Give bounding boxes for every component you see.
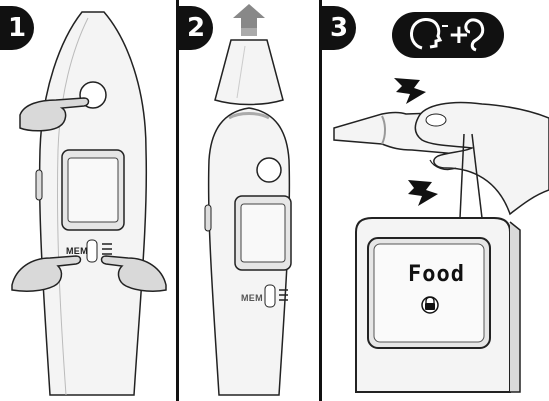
- thermometer-front-illustration: [0, 0, 176, 401]
- thermometer-cap-off-illustration: [179, 0, 319, 401]
- step-2-panel: 2 MEM: [179, 0, 319, 401]
- mode-plus-sign: +: [448, 22, 470, 48]
- step-3-panel: 3 + Food: [322, 0, 549, 401]
- mode-button: [257, 158, 281, 182]
- food-mode-illustration: [322, 0, 549, 401]
- lock-icon: [422, 297, 438, 313]
- step-1-panel: 1 MEM: [0, 0, 176, 401]
- press-arrow-icon: [408, 180, 438, 206]
- mem-label: MEM: [241, 293, 263, 303]
- up-arrow-icon: [233, 4, 265, 36]
- hand-icon: [415, 103, 549, 214]
- lcd-display-text: Food: [408, 262, 465, 287]
- press-arrow-icon: [394, 78, 426, 104]
- mem-label: MEM: [66, 246, 88, 256]
